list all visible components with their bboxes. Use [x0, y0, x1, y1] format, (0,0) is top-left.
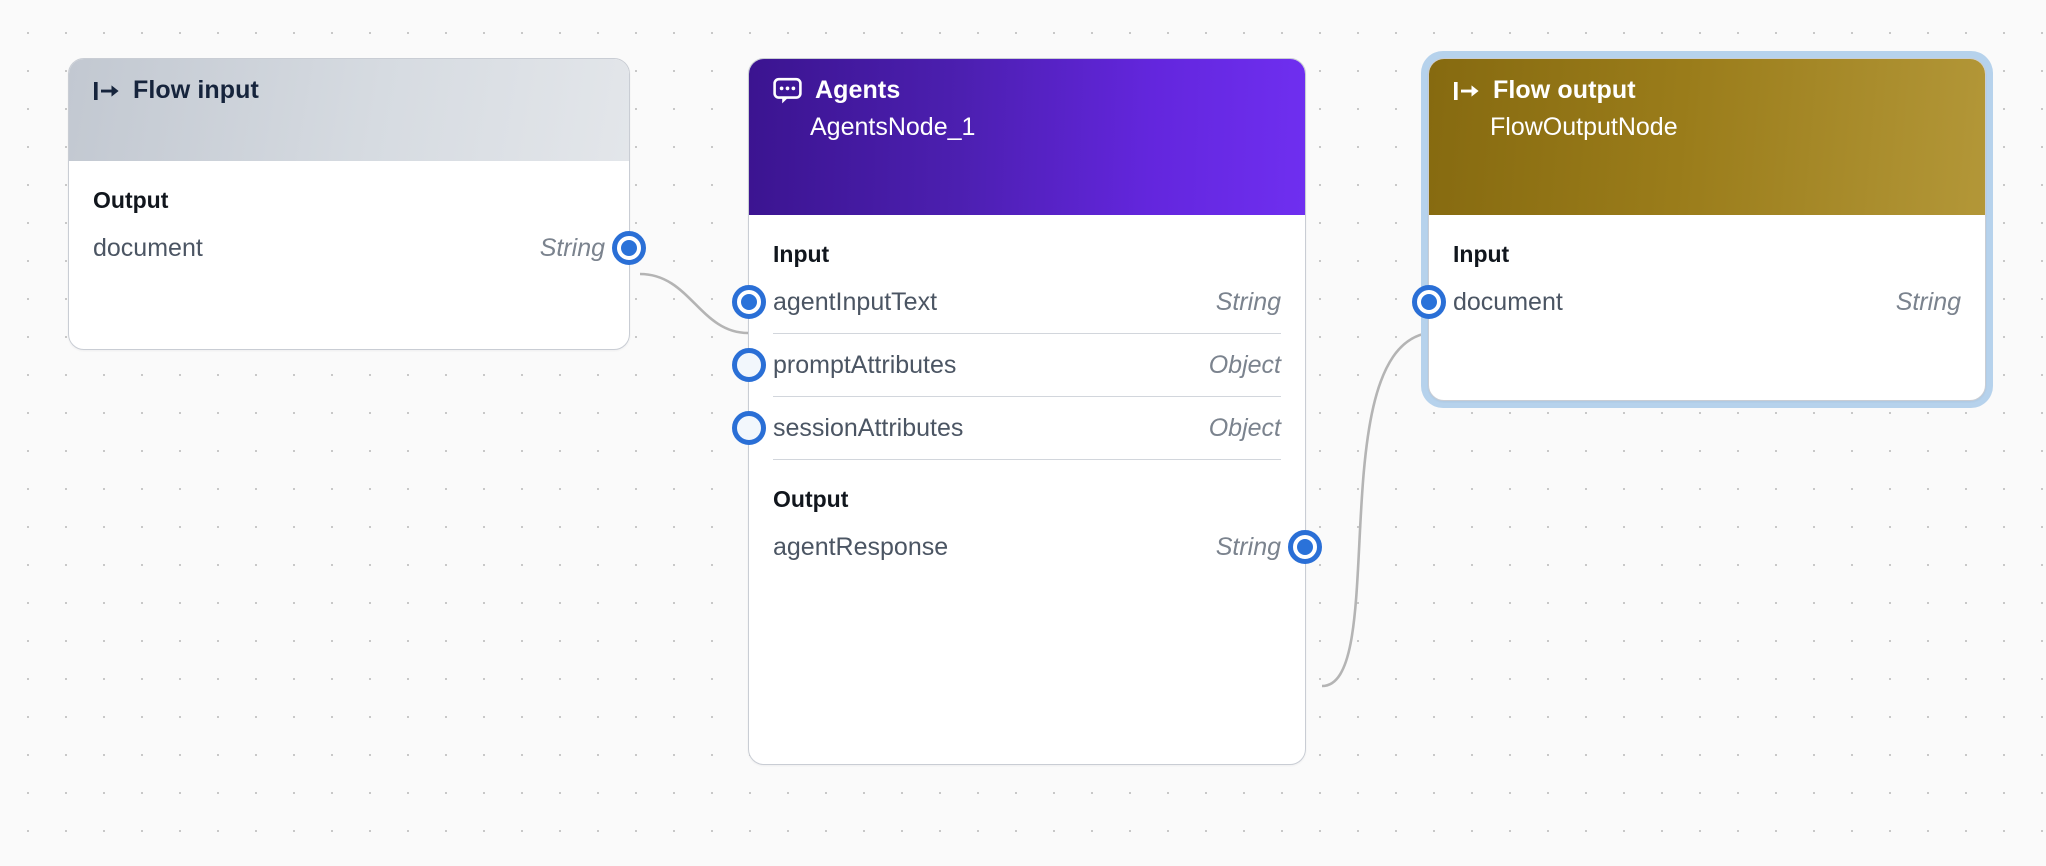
port-name: document — [1453, 287, 1563, 316]
node-header-flow-output[interactable]: Flow output FlowOutputNode — [1429, 59, 1985, 215]
port-type: Object — [1208, 350, 1281, 379]
node-body-flow-input: Output document String — [69, 161, 646, 305]
node-subtitle: FlowOutputNode — [1490, 112, 1678, 141]
port-row-sessionAttributes[interactable]: sessionAttributes Object — [732, 397, 1281, 460]
port-name: agentInputText — [773, 287, 938, 316]
node-title: Agents — [815, 76, 901, 105]
port-handle-input-sessionAttributes[interactable] — [732, 411, 766, 445]
node-header-agents[interactable]: Agents AgentsNode_1 — [749, 59, 1305, 215]
node-body-agents: Input agentInputText String promptAttrib… — [732, 215, 1322, 604]
port-name: promptAttributes — [773, 350, 957, 379]
section-label-output: Output — [93, 187, 169, 213]
port-row-agentInputText[interactable]: agentInputText String — [732, 271, 1281, 334]
port-row-document[interactable]: document String — [93, 217, 646, 279]
chat-bubble-icon — [773, 77, 802, 105]
port-type: String — [1215, 532, 1281, 561]
node-body-flow-output: Input document String — [1412, 215, 1985, 359]
port-name: document — [93, 233, 203, 262]
section-label-input: Input — [773, 241, 830, 267]
flow-input-arrow-icon — [93, 79, 120, 103]
node-title: Flow output — [1493, 76, 1636, 104]
port-handle-input-document[interactable] — [1412, 285, 1446, 319]
port-handle-input-promptAttributes[interactable] — [732, 348, 766, 382]
port-name: agentResponse — [773, 532, 949, 561]
node-title: Flow input — [133, 76, 259, 104]
flow-output-arrow-icon — [1453, 79, 1480, 103]
section-label-output: Output — [773, 486, 849, 512]
node-flow-input[interactable]: Flow input Output document String — [68, 58, 646, 350]
section-label-input: Input — [1453, 241, 1510, 267]
port-name: sessionAttributes — [773, 413, 964, 442]
port-type: String — [1895, 287, 1961, 316]
port-row-promptAttributes[interactable]: promptAttributes Object — [732, 334, 1281, 397]
port-handle-output-agentResponse[interactable] — [1288, 530, 1322, 564]
port-handle-input-agentInputText[interactable] — [732, 285, 766, 319]
port-type: Object — [1208, 413, 1281, 442]
port-handle-output-document[interactable] — [612, 231, 646, 265]
edge-agents-to-flowoutput — [1321, 331, 1429, 688]
node-subtitle: AgentsNode_1 — [810, 113, 976, 141]
port-type: String — [1215, 287, 1281, 316]
node-header-flow-input[interactable]: Flow input — [69, 59, 629, 161]
port-type: String — [539, 233, 605, 262]
port-row-agentResponse[interactable]: agentResponse String — [773, 516, 1322, 578]
node-flow-output[interactable]: Flow output FlowOutputNode Input documen… — [1412, 58, 1986, 401]
node-agents[interactable]: Agents AgentsNode_1 Input agentInputText… — [732, 58, 1322, 765]
port-row-document[interactable]: document String — [1412, 271, 1961, 333]
